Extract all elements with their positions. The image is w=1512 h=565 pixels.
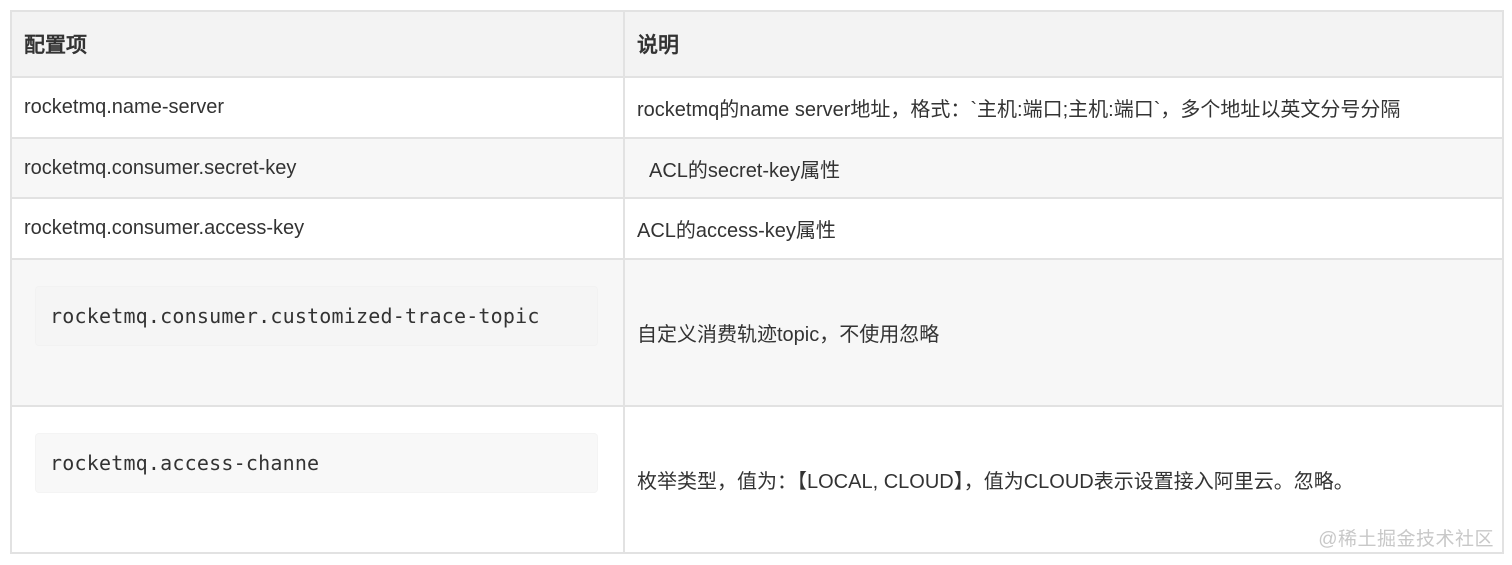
config-key: rocketmq.name-server <box>10 76 625 139</box>
header-description: 说明 <box>623 10 1504 78</box>
code-block: rocketmq.consumer.customized-trace-topic <box>36 287 597 345</box>
table-row: rocketmq.consumer.secret-key ACL的secret-… <box>10 137 1504 199</box>
config-key-code: rocketmq.consumer.customized-trace-topic <box>50 304 540 328</box>
header-row: 配置项 说明 <box>10 10 1504 78</box>
table-header: 配置项 说明 <box>10 10 1504 78</box>
table-row: rocketmq.consumer.customized-trace-topic… <box>10 258 1504 407</box>
config-key: rocketmq.consumer.access-key <box>10 197 625 260</box>
config-description: ACL的secret-key属性 <box>623 137 1504 199</box>
code-block: rocketmq.access-channe <box>36 434 597 492</box>
config-key: rocketmq.consumer.secret-key <box>10 137 625 199</box>
config-table-container: 配置项 说明 rocketmq.name-server rocketmq的nam… <box>10 10 1504 554</box>
config-key-code: rocketmq.access-channe <box>50 451 320 475</box>
watermark: @稀土掘金技术社区 <box>1318 529 1494 550</box>
table-row: rocketmq.consumer.access-key ACL的access-… <box>10 197 1504 260</box>
config-table: 配置项 说明 rocketmq.name-server rocketmq的nam… <box>10 10 1504 554</box>
config-key-cell: rocketmq.access-channe <box>10 405 625 554</box>
header-config-item: 配置项 <box>10 10 625 78</box>
config-description: rocketmq的name server地址，格式：`主机:端口;主机:端口`，… <box>623 76 1504 139</box>
config-description: ACL的access-key属性 <box>623 197 1504 260</box>
table-row: rocketmq.access-channe 枚举类型，值为：【LOCAL, C… <box>10 405 1504 554</box>
table-row: rocketmq.name-server rocketmq的name serve… <box>10 76 1504 139</box>
config-description: 自定义消费轨迹topic，不使用忽略 <box>623 258 1504 407</box>
config-key-cell: rocketmq.consumer.customized-trace-topic <box>10 258 625 407</box>
config-description-text: ACL的secret-key属性 <box>649 159 841 182</box>
config-description: 枚举类型，值为：【LOCAL, CLOUD】，值为CLOUD表示设置接入阿里云。… <box>623 405 1504 554</box>
table-body: rocketmq.name-server rocketmq的name serve… <box>10 76 1504 554</box>
